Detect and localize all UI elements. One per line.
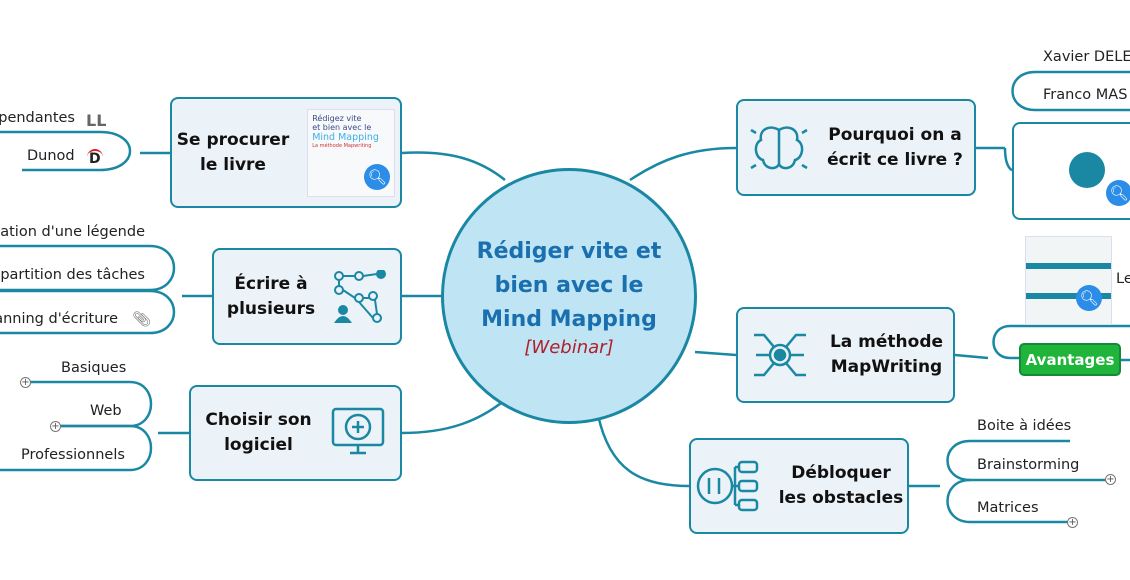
leaf-professionnels[interactable]: Professionnels [21,447,125,463]
zoom-magnifier-icon[interactable]: 🔍︎ [1076,285,1102,311]
node-label: Débloquer les obstacles [778,463,904,508]
node-pourquoi[interactable]: Pourquoi on a écrit ce livre ? [736,99,976,196]
central-subtitle: [Webinar] [524,336,614,358]
leaf-boite-a-idees[interactable]: Boite à idées [977,418,1072,434]
book-cover-image[interactable]: Rédigez vite et bien avec le Mind Mappin… [307,108,396,197]
leaf-brainstorming[interactable]: Brainstorming [977,457,1080,473]
leaf-repartition[interactable]: épartition des tâches [0,267,145,283]
node-label: Choisir son logiciel [205,410,312,455]
leaf-franco-mas[interactable]: Franco MAS [1043,87,1128,103]
book-line: et bien avec le [312,122,372,132]
expand-plus-icon[interactable]: + [50,421,61,432]
brain-icon [750,125,808,169]
leaf-librairies[interactable]: ependantes [0,110,75,126]
leaf-le[interactable]: Le [1116,271,1130,287]
paperclip-icon[interactable]: 📎︎ [132,310,152,328]
mindmap-thumbnail [1069,152,1105,188]
leaf-basiques[interactable]: Basiques [61,360,127,376]
node-se-procurer[interactable]: Se procurer le livre Rédigez vite et bie… [170,97,402,208]
expand-plus-icon[interactable]: + [20,377,31,388]
node-ecrire-a-plusieurs[interactable]: Écrire à plusieurs [212,248,402,345]
image-band [1026,263,1111,269]
node-label: Pourquoi on a écrit ce livre ? [827,124,963,170]
leaf-xavier-delen[interactable]: Xavier DELEN [1043,49,1130,65]
leaf-dunod[interactable]: Dunod [27,148,75,164]
leaf-planning[interactable]: anning d'écriture [0,311,118,327]
node-label: La méthode MapWriting [829,332,944,377]
method-steps-image[interactable]: 🔍︎ [1025,236,1112,325]
tools-flowchart-icon [696,460,758,512]
computer-monitor-icon [331,407,384,455]
circuit-hub-icon [753,333,806,377]
node-methode-mapwriting[interactable]: La méthode MapWriting [736,307,955,403]
leaf-legende[interactable]: éation d'une légende [0,224,145,240]
node-label: Se procurer le livre [176,129,290,175]
node-choisir-logiciel[interactable]: Choisir son logiciel [189,385,402,481]
zoom-magnifier-icon[interactable]: 🔍︎ [364,163,391,190]
node-label: Écrire à plusieurs [226,273,316,319]
expand-plus-icon[interactable]: + [1105,474,1116,485]
node-debloquer-obstacles[interactable]: Débloquer les obstacles [689,438,909,534]
mindmap-image-node[interactable]: 🔍︎ [1012,122,1130,220]
book-line: La méthode Mapwriting [312,142,372,149]
network-people-icon [334,269,387,323]
book-line: Mind Mapping [312,131,379,143]
image-band [1026,293,1111,299]
dunod-logo-icon: D [87,149,103,167]
book-line: Rédigez vite [312,113,362,123]
avantages-button[interactable]: Avantages [1019,343,1121,376]
leaf-web[interactable]: Web [90,403,122,419]
leaf-matrices[interactable]: Matrices [977,500,1039,516]
central-topic[interactable]: Rédiger vite et bien avec le Mind Mappin… [441,168,697,424]
expand-plus-icon[interactable]: + [1067,517,1078,528]
librairies-logo-icon: LL [86,111,107,130]
zoom-magnifier-icon[interactable]: 🔍︎ [1106,180,1130,206]
central-title: Rédiger vite et bien avec le Mind Mappin… [476,238,662,332]
